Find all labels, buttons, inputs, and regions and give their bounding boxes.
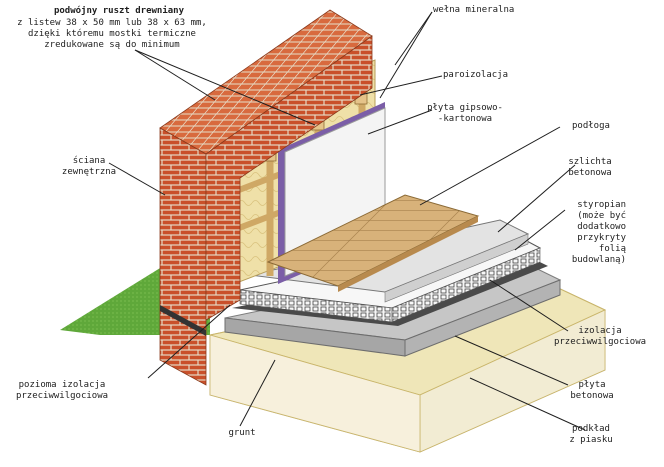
label-screed: szlichta betonowa xyxy=(568,157,612,178)
label-external-wall: ściana zewnętrzna xyxy=(61,156,117,177)
brick-wall-face xyxy=(159,127,207,386)
label-concrete-slab: płyta betonowa xyxy=(570,380,614,401)
label-title: podwójny ruszt drewniany xyxy=(53,6,185,16)
label-damp-proofing: izolacja przeciwwilgociowa xyxy=(553,326,647,347)
label-styrofoam: styropian (może być dodatkowo przykryty … xyxy=(571,200,626,265)
label-title-note: z listew 38 x 50 mm lub 38 x 63 mm, dzię… xyxy=(17,18,207,50)
label-sand-bed: podkład z piasku xyxy=(569,424,613,445)
horizontal-damp-course xyxy=(160,305,206,336)
brick-wall-side xyxy=(205,35,373,321)
label-ground: grunt xyxy=(228,428,256,438)
label-floor: podłoga xyxy=(572,121,610,131)
label-mineral-wool: wełna mineralna xyxy=(433,5,515,15)
leader-lines xyxy=(108,11,586,431)
label-vapor-barrier: paroizolacja xyxy=(443,70,509,80)
label-horizontal-damp: pozioma izolacja przeciwwilgociowa xyxy=(15,380,109,401)
label-drywall: płyta gipsowo- -kartonowa xyxy=(427,103,503,124)
